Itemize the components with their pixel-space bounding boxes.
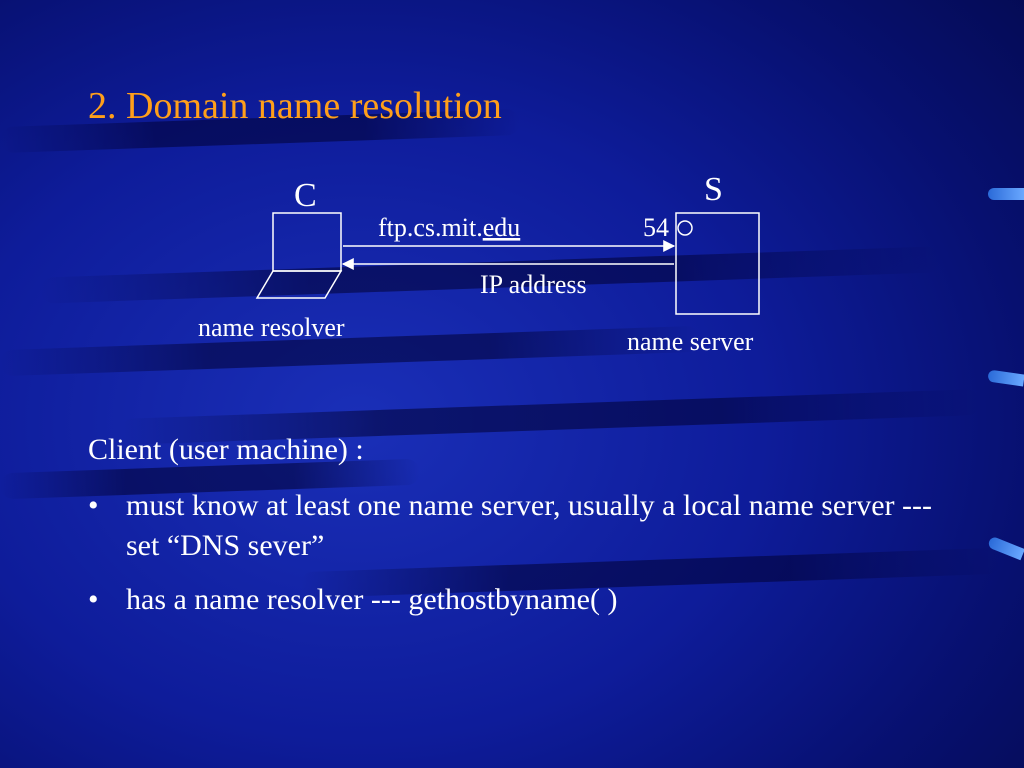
bullet-list: • must know at least one name server, us… [88, 486, 968, 620]
server-caption: name server [627, 327, 754, 356]
bullet-item: • must know at least one name server, us… [88, 486, 968, 566]
server-label: S [704, 171, 723, 208]
request-label: ftp.cs.mit.edu [378, 213, 520, 242]
request-label-underlined: edu [483, 213, 521, 242]
bullet-dot: • [88, 583, 99, 616]
port-circle [677, 220, 693, 236]
slide-body: Client (user machine) : • must know at l… [88, 430, 968, 634]
bullet-dot: • [88, 489, 99, 522]
server-box [675, 212, 760, 315]
bullet-item: • has a name resolver --- gethostbyname(… [88, 580, 968, 620]
edge-decoration [988, 188, 1024, 200]
bullet-text: has a name resolver --- gethostbyname( ) [126, 583, 618, 616]
request-label-prefix: ftp.cs.mit. [378, 213, 483, 242]
body-lead: Client (user machine) : [88, 433, 364, 466]
response-label: IP address [480, 270, 587, 299]
bullet-text: must know at least one name server, usua… [126, 489, 933, 562]
dns-diagram: C S ftp.cs.mit.edu 54 IP address name re… [198, 171, 760, 356]
client-caption: name resolver [198, 313, 345, 342]
port-label: 54 [643, 213, 669, 242]
client-label: C [294, 177, 317, 214]
client-laptop-icon [255, 212, 343, 299]
slide-title: 2. Domain name resolution [88, 85, 502, 127]
